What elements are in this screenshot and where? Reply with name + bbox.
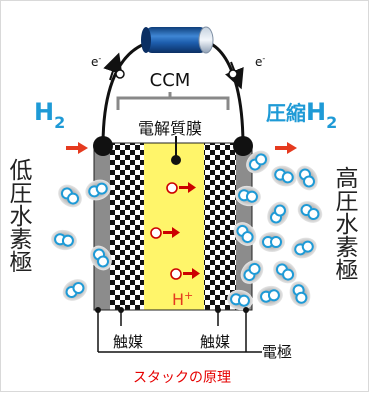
ccm-bracket bbox=[116, 96, 230, 110]
catalyst-layer-right bbox=[204, 143, 236, 310]
proton-label: H+ bbox=[172, 289, 193, 309]
hydrogen-molecules-right bbox=[227, 150, 323, 311]
hydrogen-molecule-icon bbox=[267, 201, 289, 227]
electron-right-label: e- bbox=[255, 54, 265, 69]
hydrogen-molecule-icon bbox=[259, 232, 285, 252]
hydrogen-molecule-icon bbox=[90, 245, 112, 271]
catalyst-right-label: 触媒 bbox=[200, 333, 230, 351]
hydrogen-molecule-icon bbox=[296, 165, 318, 191]
power-supply-icon bbox=[141, 26, 214, 54]
hydrogen-molecule-icon bbox=[273, 260, 297, 284]
electron-left-label: e- bbox=[91, 54, 101, 69]
membrane-pointer-dot bbox=[171, 155, 181, 165]
hydrogen-molecules-left bbox=[51, 179, 112, 301]
proton-2 bbox=[150, 227, 180, 239]
hydrogen-molecule-icon bbox=[257, 285, 283, 307]
caption: スタックの原理 bbox=[133, 370, 231, 386]
membrane-label-bg bbox=[120, 118, 220, 138]
cell-outline bbox=[93, 142, 253, 311]
hydrogen-molecule-icon bbox=[289, 281, 311, 307]
hydrogen-molecule-icon bbox=[58, 184, 82, 208]
h2-left-label: H2 bbox=[34, 98, 65, 132]
hydrogen-molecule-icon bbox=[235, 185, 261, 207]
hydrogen-outflow-arrow bbox=[275, 142, 297, 154]
hydrogen-molecule-icon bbox=[240, 260, 264, 284]
electrode-terminal-left bbox=[93, 136, 113, 156]
terminal-left bbox=[115, 69, 125, 79]
hydrogen-molecule-icon bbox=[51, 229, 77, 251]
hydrogen-inflow-arrow bbox=[66, 142, 88, 154]
terminal-right bbox=[228, 69, 238, 79]
hydrogen-molecule-icon bbox=[271, 165, 297, 187]
electrode-label: 電極 bbox=[262, 343, 292, 361]
electrode-terminal-right bbox=[233, 136, 253, 156]
membrane-label: 電解質膜 bbox=[138, 119, 202, 138]
proton-1 bbox=[166, 182, 196, 194]
hydrogen-molecule-icon bbox=[291, 237, 317, 259]
hydrogen-molecule-icon bbox=[233, 222, 257, 246]
high-pressure-side-label: 高圧水素極 bbox=[331, 166, 359, 281]
hydrogen-molecule-icon bbox=[62, 279, 88, 301]
electron-arrow-left bbox=[103, 52, 123, 81]
low-pressure-side-label: 低圧水素極 bbox=[5, 158, 33, 273]
hydrogen-molecule-icon bbox=[246, 150, 270, 174]
catalyst-left-label: 触媒 bbox=[113, 333, 143, 351]
h2-right-label: 圧縮H2 bbox=[266, 98, 337, 132]
electrolyte-membrane bbox=[144, 143, 204, 310]
hydrogen-molecule-icon bbox=[227, 289, 253, 311]
proton-3 bbox=[170, 268, 200, 280]
ccm-label: CCM bbox=[150, 70, 191, 91]
catalyst-layer-left bbox=[110, 143, 144, 310]
hydrogen-molecule-icon bbox=[85, 179, 111, 201]
electrode-left bbox=[94, 143, 110, 310]
hydrogen-molecule-icon bbox=[297, 201, 323, 223]
